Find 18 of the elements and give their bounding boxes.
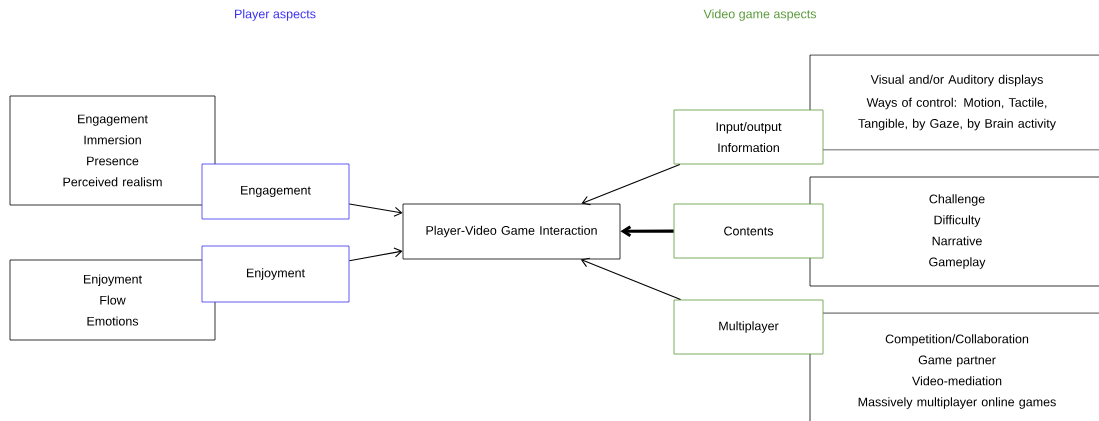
list-box: Competition/Collaboration Game partner Video-mediation Massively multiplayer online games — [809, 312, 1099, 421]
aspect-box: Enjoyment — [201, 245, 350, 303]
interaction-box: Player-Video Game Interaction — [402, 203, 621, 260]
list-box: Enjoyment Flow Emotions — [9, 259, 216, 341]
arrow — [580, 257, 682, 301]
list-box: Visual and/or Auditory displays Ways of control: Motion, Tactile, Tangible, by Gaze, by Brain activity — [809, 54, 1099, 151]
section-heading: Player aspects — [235, 9, 316, 21]
arrow — [348, 203, 403, 217]
arrow — [620, 225, 674, 238]
list-box: Challenge Difficulty Narrative Gameplay — [809, 176, 1099, 287]
aspect-box: Engagement — [201, 163, 350, 220]
aspect-box: Multiplayer — [673, 299, 824, 355]
arrow — [581, 163, 681, 206]
list-box: Engagement Immersion Presence Perceived realism — [9, 95, 216, 206]
aspect-box: Contents — [673, 203, 824, 259]
arrow — [348, 247, 403, 262]
aspect-box: Input/output Information — [673, 109, 824, 165]
section-heading: Video game aspects — [703, 9, 817, 21]
